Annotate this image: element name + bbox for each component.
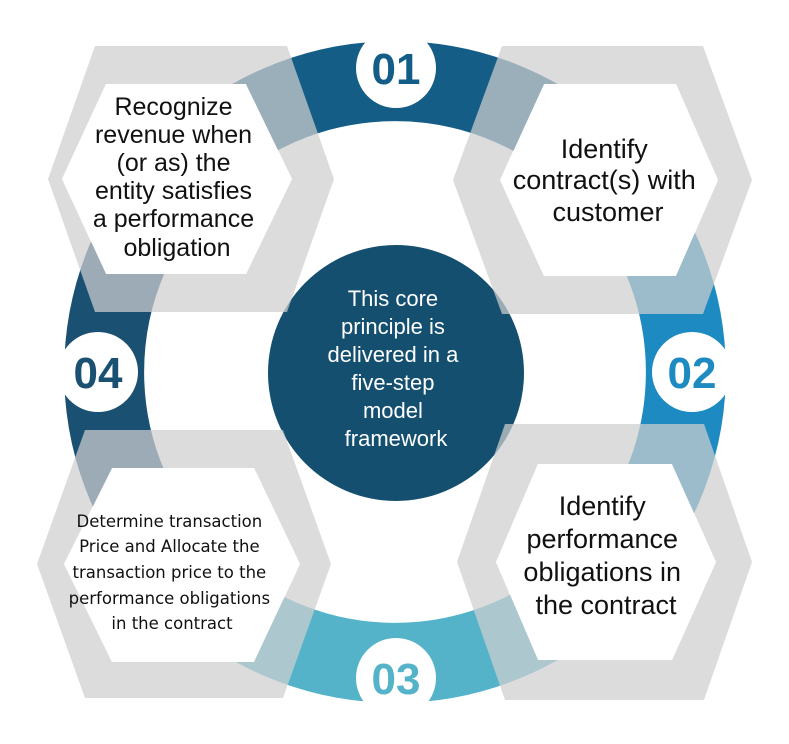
hexagon-inner (64, 468, 300, 662)
step-03-number: 03 (372, 655, 421, 704)
step-01-badge: 01 (356, 28, 436, 108)
step-03-hexagon: Determine transaction Price and Allocate… (37, 430, 331, 698)
badge-circle (652, 332, 732, 412)
step-01-line: contract(s) with (513, 165, 696, 195)
step-04-line: revenue when (95, 121, 252, 149)
center-line: principle is (341, 314, 445, 339)
step-02-line: the contract (535, 590, 677, 620)
step-02-number: 02 (668, 349, 717, 398)
step-03-text: Determine transaction Price and Allocate… (69, 512, 276, 633)
step-04-line: entity satisfies (95, 177, 252, 205)
hexagon-frame (453, 46, 752, 314)
step-03-line: performance obligations (69, 589, 270, 608)
badge-circle (58, 332, 138, 412)
center-circle (268, 245, 524, 501)
step-04-line: Recognize (114, 93, 232, 121)
step-04-line: a performance (93, 205, 254, 233)
step-01-hexagon: Identify contract(s) with customer (453, 46, 752, 314)
center-line: framework (345, 426, 449, 451)
center-line: delivered in a (328, 342, 460, 367)
step-01-line: Identify (561, 134, 649, 164)
step-04-line: obligation (123, 234, 230, 262)
step-04-badge: 04 (58, 332, 138, 412)
step-03-line: Price and Allocate the (79, 537, 259, 556)
hexagon-inner (496, 464, 716, 660)
center-line: model (363, 398, 423, 423)
center-line: five-step (351, 370, 434, 395)
step-04-number: 04 (74, 349, 123, 398)
step-03-badge: 03 (356, 638, 436, 718)
step-02-line: performance (526, 524, 678, 554)
step-03-line: transaction price to the (73, 563, 267, 582)
step-01-number: 01 (372, 45, 421, 94)
step-02-line: Identify (559, 491, 647, 521)
step-03-line: Determine transaction (77, 512, 263, 531)
badge-circle (356, 28, 436, 108)
hexagon-frame (48, 46, 334, 312)
center-text: This core principle is delivered in a fi… (328, 286, 465, 451)
step-02-hexagon: Identify performance obligations in the … (457, 424, 752, 700)
hexagon-inner (62, 84, 292, 274)
hexagon-inner (500, 84, 718, 276)
step-04-line: (or as) the (117, 149, 231, 177)
step-02-text: Identify performance obligations in the … (523, 491, 688, 620)
step-03-line: in the contract (111, 614, 233, 633)
step-01-line: customer (552, 197, 663, 227)
center-line: This core (348, 286, 438, 311)
step-02-badge: 02 (652, 332, 732, 412)
step-04-text: Recognize revenue when (or as) the entit… (93, 93, 261, 262)
step-02-line: obligations in (523, 557, 681, 587)
step-01-text: Identify contract(s) with customer (513, 134, 704, 227)
step-04-hexagon: Recognize revenue when (or as) the entit… (48, 46, 334, 312)
badge-circle (356, 638, 436, 718)
